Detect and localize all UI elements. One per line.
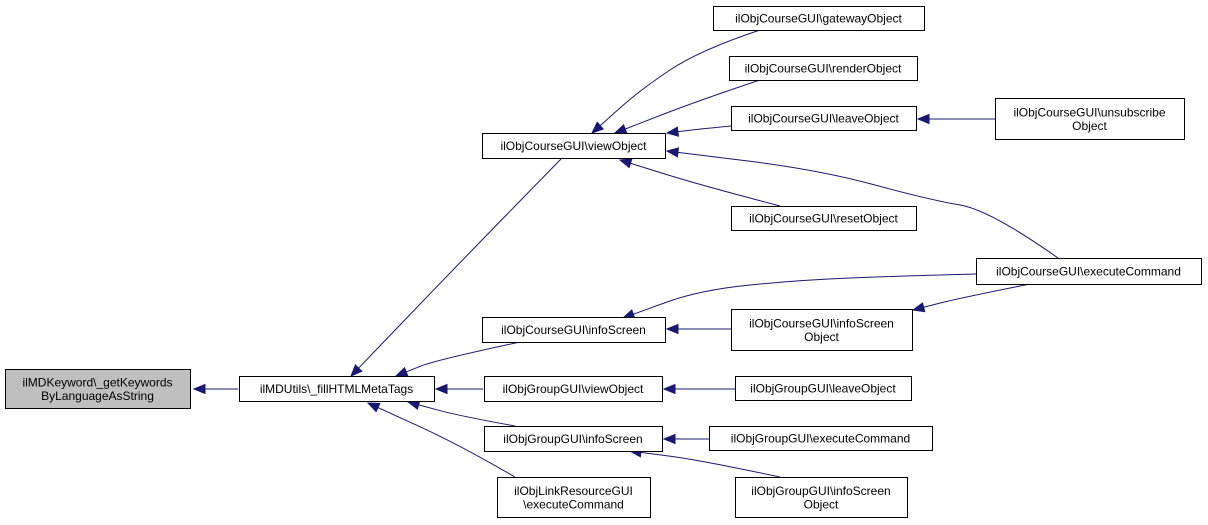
edge-fill-to-root — [192, 383, 238, 395]
node-link-box — [497, 477, 651, 518]
node-cview-box — [482, 133, 666, 159]
node-cview-label-0: ilObjCourseGUI\viewObject — [500, 139, 647, 153]
node-leave-box — [731, 106, 917, 131]
edge-gleave-to-gview — [662, 383, 735, 395]
node-leave-label-0: ilObjCourseGUI\leaveObject — [748, 112, 899, 126]
node-ginfo-label-0: ilObjGroupGUI\infoScreen — [503, 432, 642, 446]
edge-cview-to-fill — [350, 158, 562, 377]
node-ginfoobj-box — [735, 477, 908, 518]
edge-gexec-to-ginfo — [662, 433, 709, 445]
node-cinfo-box — [482, 317, 666, 343]
node-ginfoobj-label-0: ilObjGroupGUI\infoScreen — [751, 484, 890, 498]
node-fill-box — [239, 376, 435, 402]
node-root-box — [5, 369, 191, 409]
node-cinfo-label-0: ilObjCourseGUI\infoScreen — [501, 323, 646, 337]
node-root-label-0: ilMDKeyword\_getKeywords — [22, 375, 172, 389]
edge-cinfoobj-to-cinfo — [665, 323, 731, 335]
node-reset-label-0: ilObjCourseGUI\resetObject — [749, 212, 898, 226]
node-gexec-label-0: ilObjGroupGUI\executeCommand — [731, 432, 910, 446]
node-link[interactable]: ilObjLinkResourceGUI\executeCommand — [497, 477, 651, 518]
edge-cexec-to-cview — [665, 147, 1059, 259]
node-ginfo-box — [484, 426, 663, 452]
node-cinfoobj-box — [731, 309, 913, 351]
edge-gateway-to-cview — [591, 29, 761, 134]
node-cexec-label-0: ilObjCourseGUI\executeCommand — [996, 265, 1181, 279]
node-root: ilMDKeyword\_getKeywordsByLanguageAsStri… — [5, 369, 191, 409]
node-reset[interactable]: ilObjCourseGUI\resetObject — [731, 206, 917, 231]
node-gview-box — [484, 376, 663, 402]
edge-reset-to-cview — [618, 158, 781, 207]
node-gleave[interactable]: ilObjGroupGUI\leaveObject — [735, 376, 912, 401]
edge-gview-to-fill — [434, 383, 483, 395]
node-unsub-box — [995, 98, 1185, 140]
node-gview[interactable]: ilObjGroupGUI\viewObject — [484, 376, 663, 402]
node-cinfoobj-label-1: Object — [804, 330, 839, 344]
node-render-label-0: ilObjCourseGUI\renderObject — [745, 62, 902, 76]
node-render-box — [729, 56, 918, 81]
node-render[interactable]: ilObjCourseGUI\renderObject — [729, 56, 918, 81]
node-ginfo[interactable]: ilObjGroupGUI\infoScreen — [484, 426, 663, 452]
node-gleave-box — [735, 376, 912, 401]
node-root-label-1: ByLanguageAsString — [41, 389, 154, 403]
node-cview[interactable]: ilObjCourseGUI\viewObject — [482, 133, 666, 159]
node-leave[interactable]: ilObjCourseGUI\leaveObject — [731, 106, 917, 131]
edge-leave-to-cview — [665, 125, 732, 137]
nodes-layer: ilMDKeyword\_getKeywordsByLanguageAsStri… — [5, 6, 1202, 518]
node-gexec[interactable]: ilObjGroupGUI\executeCommand — [709, 426, 933, 451]
node-cinfoobj-label-0: ilObjCourseGUI\infoScreen — [749, 316, 894, 330]
edge-unsub-to-leave — [916, 113, 995, 125]
node-unsub-label-1: Object — [1072, 119, 1107, 133]
node-unsub-label-0: ilObjCourseGUI\unsubscribe — [1013, 105, 1165, 119]
node-link-label-1: \executeCommand — [523, 497, 624, 511]
node-gview-label-0: ilObjGroupGUI\viewObject — [503, 382, 644, 396]
node-ginfoobj-label-1: Object — [804, 497, 839, 511]
node-gateway-label-0: ilObjCourseGUI\gatewayObject — [735, 12, 902, 26]
node-cexec-box — [976, 258, 1202, 285]
edge-cexec-to-cinfoobj — [911, 283, 1031, 313]
node-link-label-0: ilObjLinkResourceGUI — [514, 484, 633, 498]
node-fill-label-0: ilMDUtils\_fillHTMLMetaTags — [260, 382, 413, 396]
edge-ginfo-to-fill — [406, 399, 516, 427]
edge-link-to-fill — [366, 402, 516, 478]
node-gateway[interactable]: ilObjCourseGUI\gatewayObject — [713, 6, 925, 31]
node-reset-box — [731, 206, 917, 231]
edge-ginfoobj-to-ginfo — [628, 447, 781, 478]
node-gexec-box — [709, 426, 933, 451]
node-cexec[interactable]: ilObjCourseGUI\executeCommand — [976, 258, 1202, 285]
edge-cinfo-to-fill — [394, 341, 521, 377]
edges-layer — [192, 29, 1059, 478]
node-fill[interactable]: ilMDUtils\_fillHTMLMetaTags — [239, 376, 435, 402]
node-cinfo[interactable]: ilObjCourseGUI\infoScreen — [482, 317, 666, 343]
node-gateway-box — [713, 6, 925, 31]
node-gleave-label-0: ilObjGroupGUI\leaveObject — [750, 382, 896, 396]
